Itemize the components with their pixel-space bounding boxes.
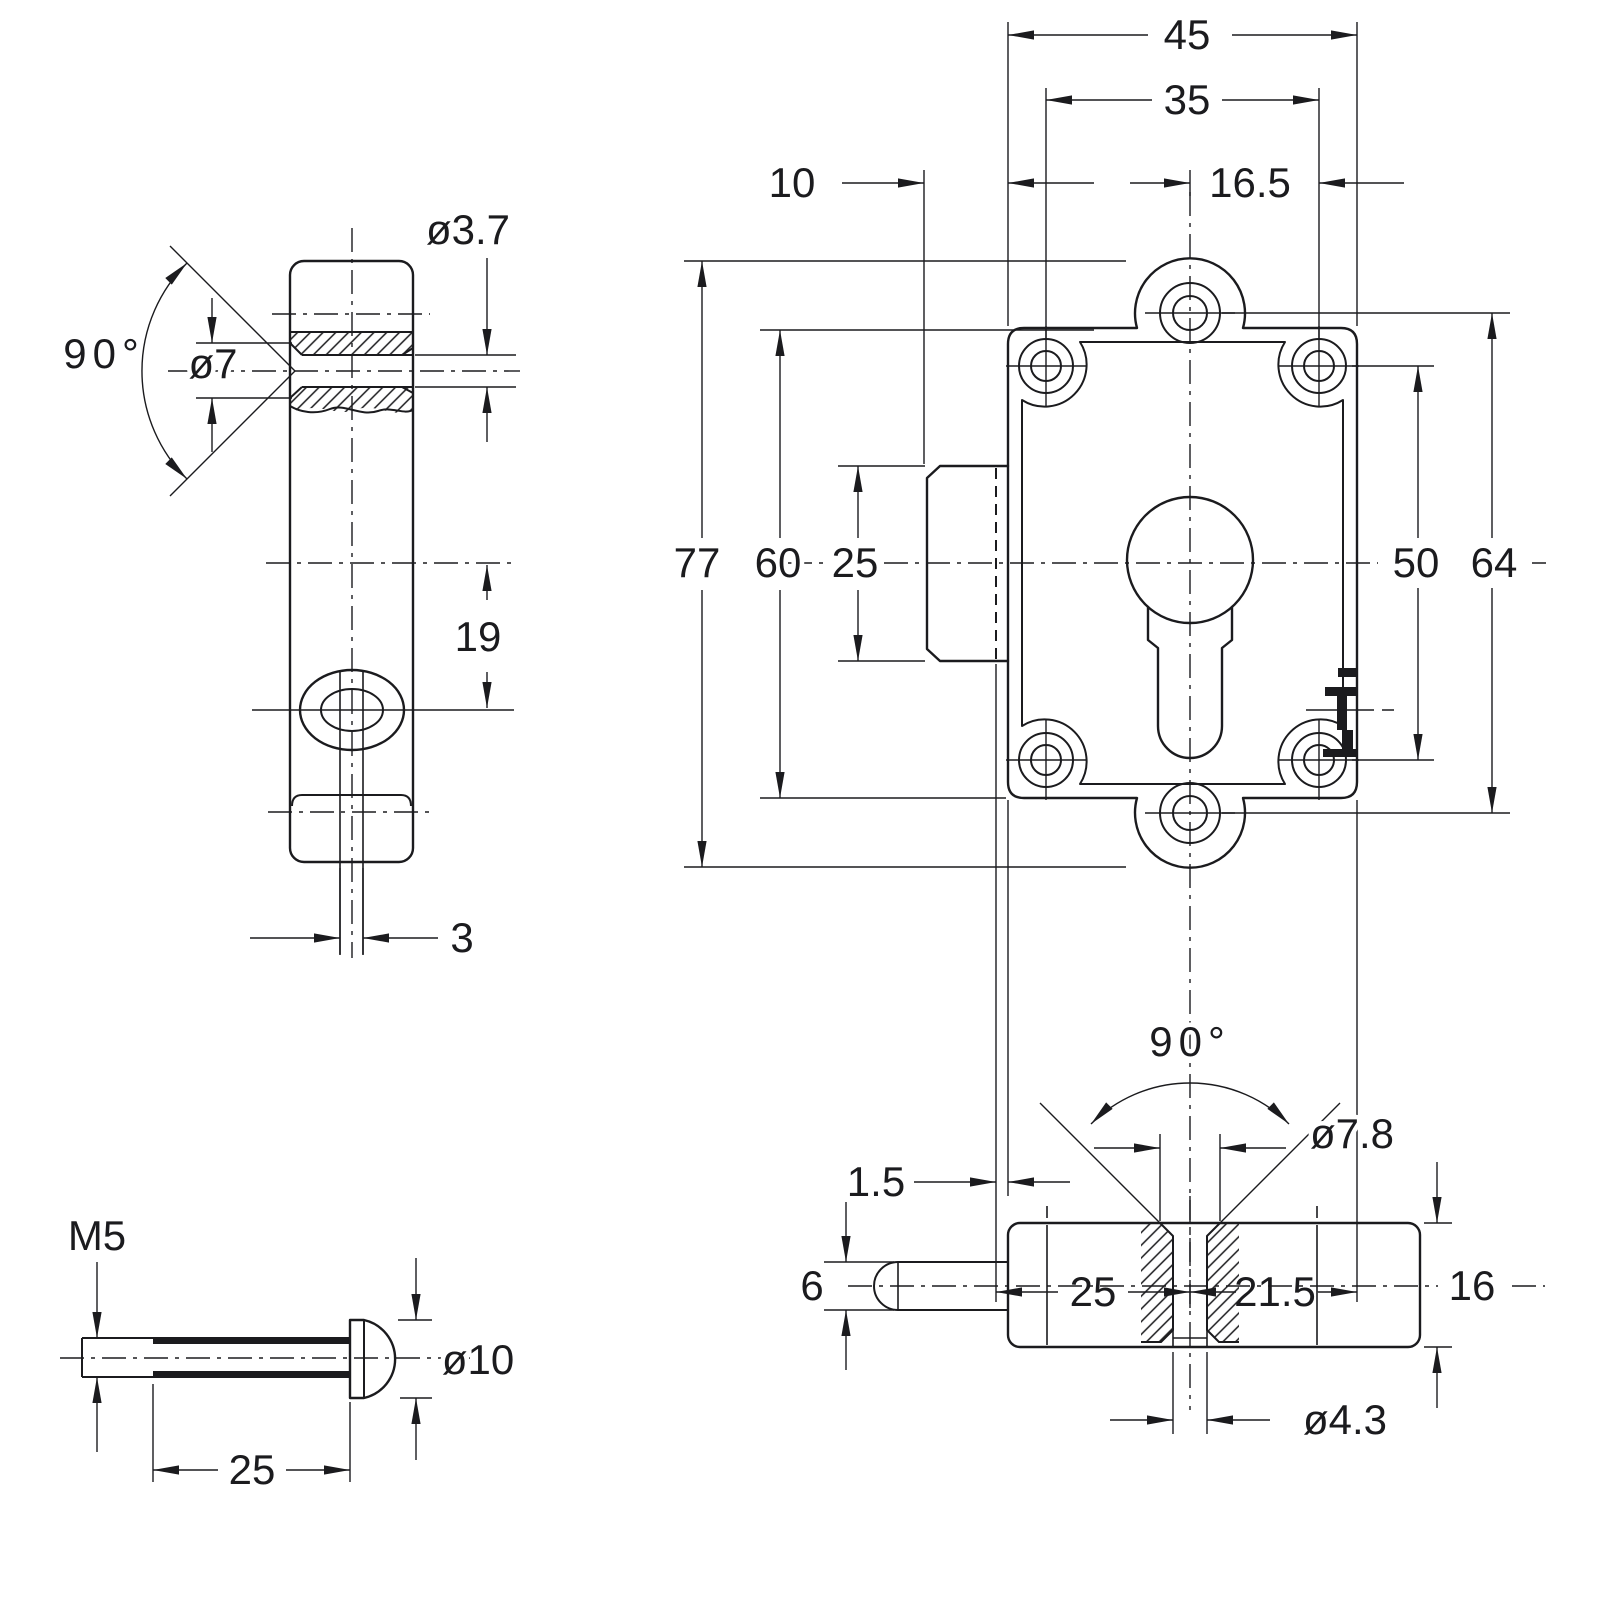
clip-detail <box>1306 668 1394 757</box>
countersink-angle-arc <box>141 262 188 480</box>
dim-latch-projection: 10 <box>769 159 816 206</box>
dim-body-depth: 16 <box>1449 1262 1496 1309</box>
bottom-extension-lines <box>995 664 1358 1302</box>
clip-bar <box>1325 687 1358 696</box>
top-extension-lines <box>923 22 1358 464</box>
corner-screw-holes <box>1006 326 1359 800</box>
dim-overall-width: 45 <box>1164 11 1211 58</box>
dim-slot-width: 3 <box>450 914 473 961</box>
dim-overall-height: 77 <box>674 539 721 586</box>
dim-tab-hole-spacing: 64 <box>1471 539 1518 586</box>
dim-center-to-holes-right: 16.5 <box>1209 159 1291 206</box>
ext-lines-o7 <box>196 342 292 399</box>
section-hatch-lower <box>290 387 413 413</box>
screw-hole-cross-ticks <box>1006 326 1359 800</box>
ext-lines-depth <box>1424 1222 1452 1348</box>
dim-latch-height: 25 <box>832 539 879 586</box>
dim-thread-length: 25 <box>229 1446 276 1493</box>
dim-thread: M5 <box>68 1212 126 1259</box>
inner-panel-outline <box>1021 341 1344 785</box>
latch-pin <box>873 1261 1008 1311</box>
dim-faceplate-offset: 1.5 <box>847 1158 905 1205</box>
ext-lines-head <box>398 1319 432 1399</box>
clip-bar <box>1342 730 1353 749</box>
dim-head-dia: ø10 <box>442 1336 514 1383</box>
countersink-chamfer-lines <box>289 342 303 399</box>
dim-pin-dia: 6 <box>800 1262 823 1309</box>
screw-thread <box>153 1338 350 1377</box>
screw-head <box>348 1318 397 1400</box>
dim-hole-spacing-width: 35 <box>1164 76 1211 123</box>
dim-hole-spacing-height: 50 <box>1393 539 1440 586</box>
oval-hole-outer <box>298 668 406 752</box>
bottom-hatch-left <box>1141 1223 1173 1342</box>
ext-lines-o43 <box>1172 1352 1208 1434</box>
dim-hole-offset: 19 <box>455 613 502 660</box>
countersink-angle-legs <box>169 245 296 497</box>
right-extension-lines <box>1222 312 1510 814</box>
front-view: 45 35 10 16.5 77 60 25 50 64 1.5 25 21.5 <box>669 7 1546 1320</box>
clip-bar <box>1323 749 1357 757</box>
clip-bar <box>1338 668 1358 677</box>
countersink-angle-legs <box>1039 1102 1341 1224</box>
rear-chamfer-lines <box>401 347 414 394</box>
section-hatch-upper <box>290 332 413 355</box>
hole-bore-lines <box>302 354 413 388</box>
left-extension-lines <box>684 260 1126 868</box>
screw-view: M5 ø10 25 <box>60 1208 519 1498</box>
bottom-hatch-right <box>1207 1223 1239 1342</box>
dim-hole-dia: ø4.3 <box>1303 1396 1387 1443</box>
ext-lines-o37 <box>415 354 516 388</box>
dim-countersink-dia: ø7 <box>188 340 237 387</box>
dim-countersink-dia: ø7.8 <box>1310 1110 1394 1157</box>
ext-lines-length <box>152 1384 351 1482</box>
bottom-step-line <box>291 794 412 807</box>
side-view: 90° ø7 ø3.7 19 3 <box>59 202 520 966</box>
ext-lines-o78 <box>1159 1134 1221 1221</box>
bottom-view: 90° ø7.8 6 16 ø4.3 <box>796 1014 1545 1448</box>
dim-countersink-angle: 90° <box>1149 1018 1231 1065</box>
dim-center-from-left: 25 <box>1070 1268 1117 1315</box>
clip-bar <box>1337 696 1347 730</box>
dim-body-height: 60 <box>755 539 802 586</box>
dim-countersink-angle: 90° <box>63 330 145 377</box>
break-line <box>289 405 414 414</box>
body-outline <box>1006 257 1359 869</box>
bottom-body-outline <box>1006 1221 1422 1349</box>
oval-hole-inner <box>320 688 384 732</box>
countersink-angle-arc <box>1090 1082 1290 1125</box>
dim-center-from-right: 21.5 <box>1234 1268 1316 1315</box>
internal-edge-lines <box>1046 1206 1318 1345</box>
dim-hole-dia: ø3.7 <box>426 206 510 253</box>
ext-lines-slot <box>339 868 364 954</box>
ext-lines-pin <box>824 1261 894 1311</box>
